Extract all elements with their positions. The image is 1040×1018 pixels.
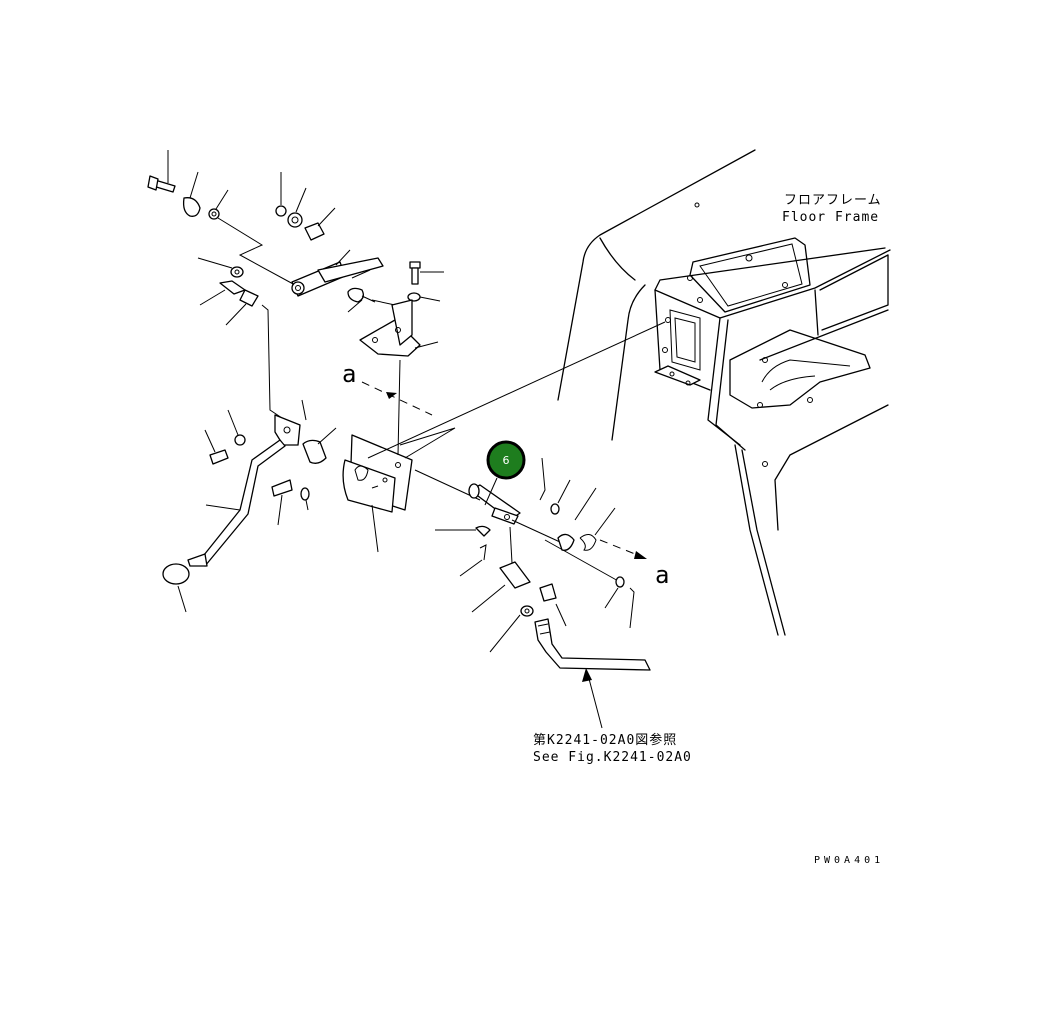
callout-6-number: 6 (503, 454, 510, 467)
upper-linkage (147, 150, 444, 357)
see-fig-label-jp: 第K2241-02A0図参照 (533, 732, 677, 748)
section-mark-right: a (655, 561, 669, 589)
shaft-assembly (435, 457, 651, 729)
control-box (342, 359, 413, 553)
drawing-code: PW0A401 (814, 855, 884, 866)
left-lever-assembly (162, 257, 337, 613)
callout-6-circle[interactable] (486, 440, 526, 480)
section-mark-top: a (342, 360, 356, 388)
callout-6[interactable]: 6 (486, 440, 526, 480)
floor-frame-label-jp: フロアフレーム (784, 193, 882, 208)
see-fig-label-en: See Fig.K2241-02A0 (533, 750, 692, 765)
floor-frame-label-en: Floor Frame (782, 210, 879, 225)
floor-frame (557, 149, 891, 636)
